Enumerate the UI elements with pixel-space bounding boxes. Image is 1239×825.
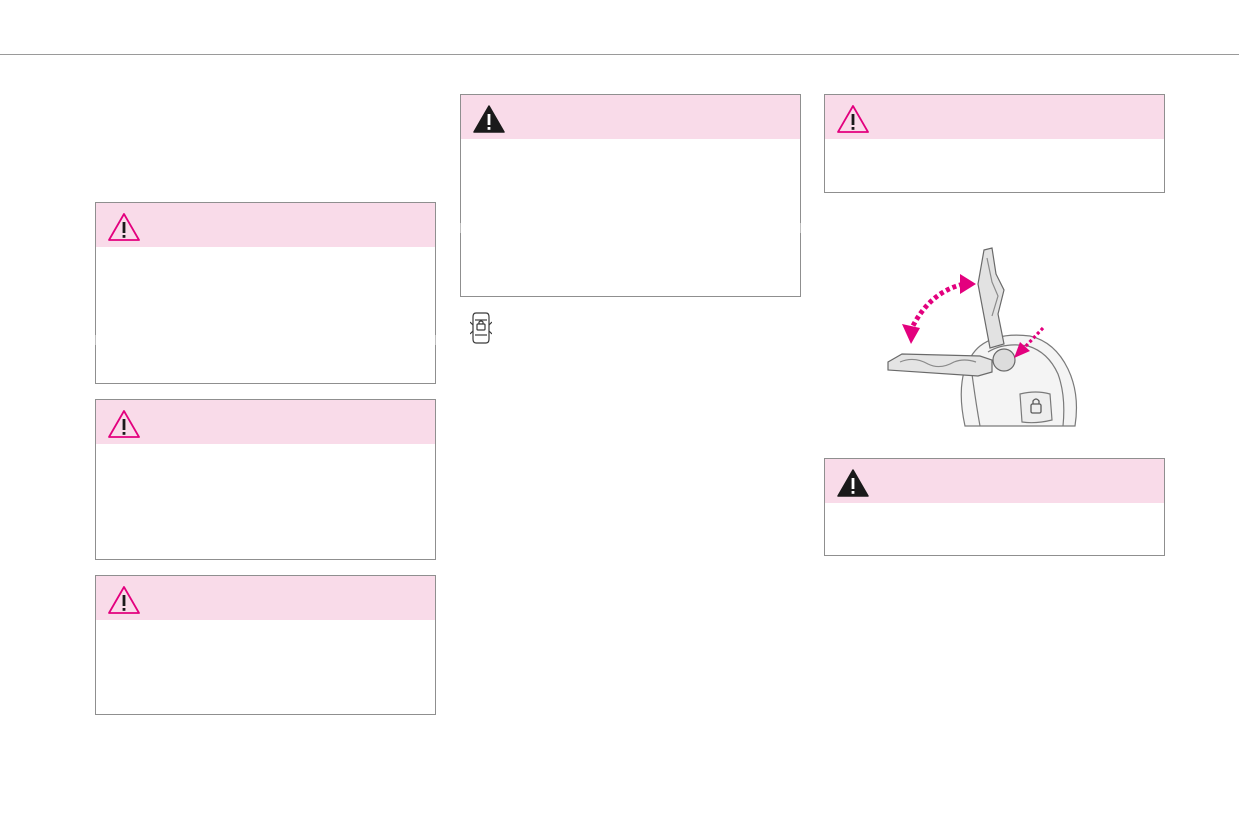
- warning-outline-icon: [108, 213, 140, 241]
- warning-outline-icon: [108, 410, 140, 438]
- warning-header: [96, 203, 435, 247]
- warning-outline-icon: [108, 586, 140, 614]
- warning-header: [96, 576, 435, 620]
- warning-header: [96, 400, 435, 444]
- box-edge-tick: [460, 223, 461, 233]
- warning-solid-icon: [837, 469, 869, 497]
- box-edge-tick: [800, 223, 801, 233]
- warning-solid-icon: [473, 105, 505, 133]
- warning-header: [825, 459, 1164, 503]
- warning-box-right-1: [824, 94, 1165, 193]
- box-edge-tick: [435, 335, 436, 345]
- warning-box-mid-1: [460, 94, 801, 297]
- warning-box-left-3: [95, 575, 436, 715]
- car-doors-lock-icon: [470, 312, 492, 344]
- folding-key-illustration: [887, 247, 1078, 427]
- warning-header: [461, 95, 800, 139]
- warning-box-right-2: [824, 458, 1165, 556]
- warning-outline-icon: [837, 105, 869, 133]
- warning-header: [825, 95, 1164, 139]
- warning-box-left-2: [95, 399, 436, 560]
- top-rule: [0, 54, 1239, 55]
- warning-box-left-1: [95, 202, 436, 384]
- box-edge-tick: [95, 335, 96, 345]
